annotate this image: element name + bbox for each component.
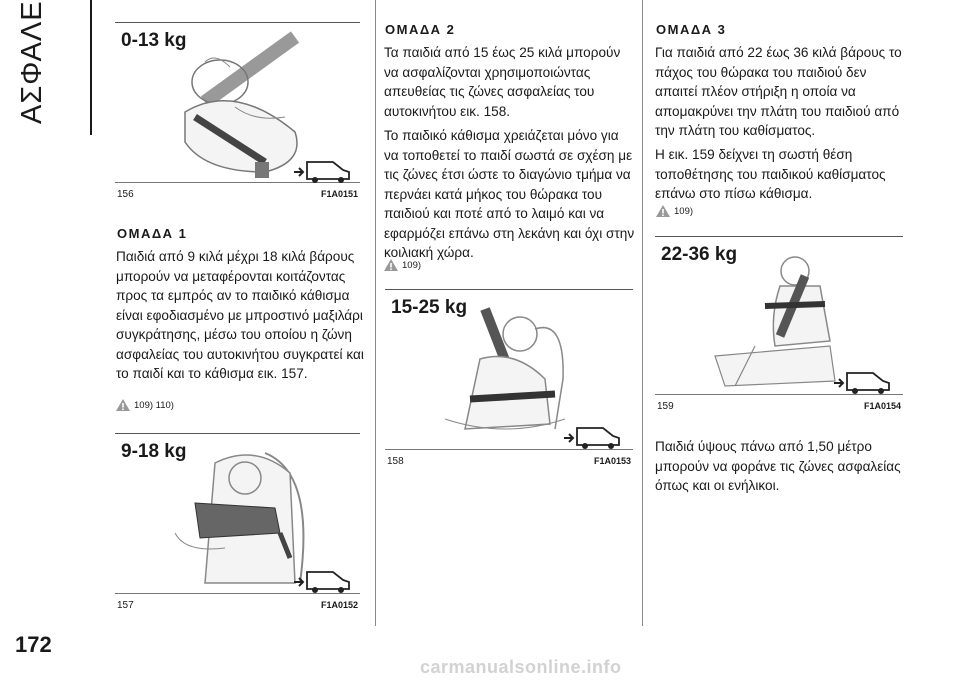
van-icon (294, 571, 350, 593)
booster-seat-illustration (444, 307, 566, 430)
warning-note: 109) 110) (116, 399, 174, 411)
warning-refs: 109) 110) (134, 399, 174, 411)
group1-text: Παιδιά από 9 κιλά μέχρι 18 κιλά βάρους μ… (116, 249, 364, 381)
figure-number: 158 (387, 456, 404, 467)
figure-159: 22-36 kg 159 F1A0154 (655, 236, 903, 416)
figure-157: 9-18 kg 157 F1A0152 (115, 433, 360, 613)
warning-triangle-icon (116, 399, 130, 411)
group2-text-2: Το παιδικό κάθισμα χρειάζεται μόνο για ν… (384, 128, 635, 260)
figure-number: 157 (117, 600, 134, 611)
warning-refs: 109) (674, 205, 694, 217)
figure-weight-label: 22-36 kg (661, 244, 738, 265)
warning-triangle-icon (656, 205, 670, 217)
figure-158: 15-25 kg 158 F1A0153 (385, 289, 633, 469)
child-seat-shield-illustration (174, 452, 305, 584)
infant-seat-illustration (184, 31, 300, 178)
group3-text-1: Για παιδιά από 22 έως 36 κιλά βάρους το … (655, 45, 902, 138)
van-icon (564, 427, 620, 449)
column-divider (642, 0, 643, 626)
warning-triangle-icon (384, 259, 398, 271)
warning-note: 109) (384, 259, 421, 271)
figure-code: F1A0152 (320, 600, 358, 610)
van-icon (834, 372, 890, 394)
group3-heading: ΟΜΑΔΑ 3 (656, 22, 727, 37)
van-icon (294, 161, 350, 183)
figure-156: 0-13 kg 156 F1A0151 (115, 22, 360, 207)
warning-note: 109) (656, 205, 693, 217)
figure-number: 156 (117, 189, 134, 200)
section-title-text: ΑΣΦΑΛΕΙΑ (16, 0, 48, 124)
older-child-belt-illustration (714, 256, 836, 387)
figure-weight-label: 9-18 kg (121, 441, 187, 462)
group3-text-2: Η εικ. 159 δείχνει τη σωστή θέση τοποθέτ… (655, 147, 886, 201)
figure-code: F1A0153 (593, 456, 631, 466)
section-title: ΑΣΦΑΛΕΙΑ (0, 0, 90, 150)
section-marker-bar (90, 0, 92, 135)
warning-refs: 109) (402, 259, 422, 271)
figure-weight-label: 0-13 kg (121, 30, 187, 51)
watermark: carmanualsonline.info (420, 657, 622, 677)
figure-code: F1A0154 (863, 401, 901, 411)
page-number: 172 (15, 632, 52, 657)
group2-text-1: Τα παιδιά από 15 έως 25 κιλά μπορούν να … (384, 45, 621, 119)
column-divider (375, 0, 376, 626)
group3-text-3: Παιδιά ύψους πάνω από 1,50 μέτρο μπορούν… (655, 439, 901, 493)
figure-weight-label: 15-25 kg (391, 297, 468, 318)
figure-number: 159 (657, 401, 674, 412)
group2-heading: ΟΜΑΔΑ 2 (385, 22, 456, 37)
group1-heading: ΟΜΑΔΑ 1 (117, 226, 188, 241)
figure-code: F1A0151 (320, 189, 358, 199)
